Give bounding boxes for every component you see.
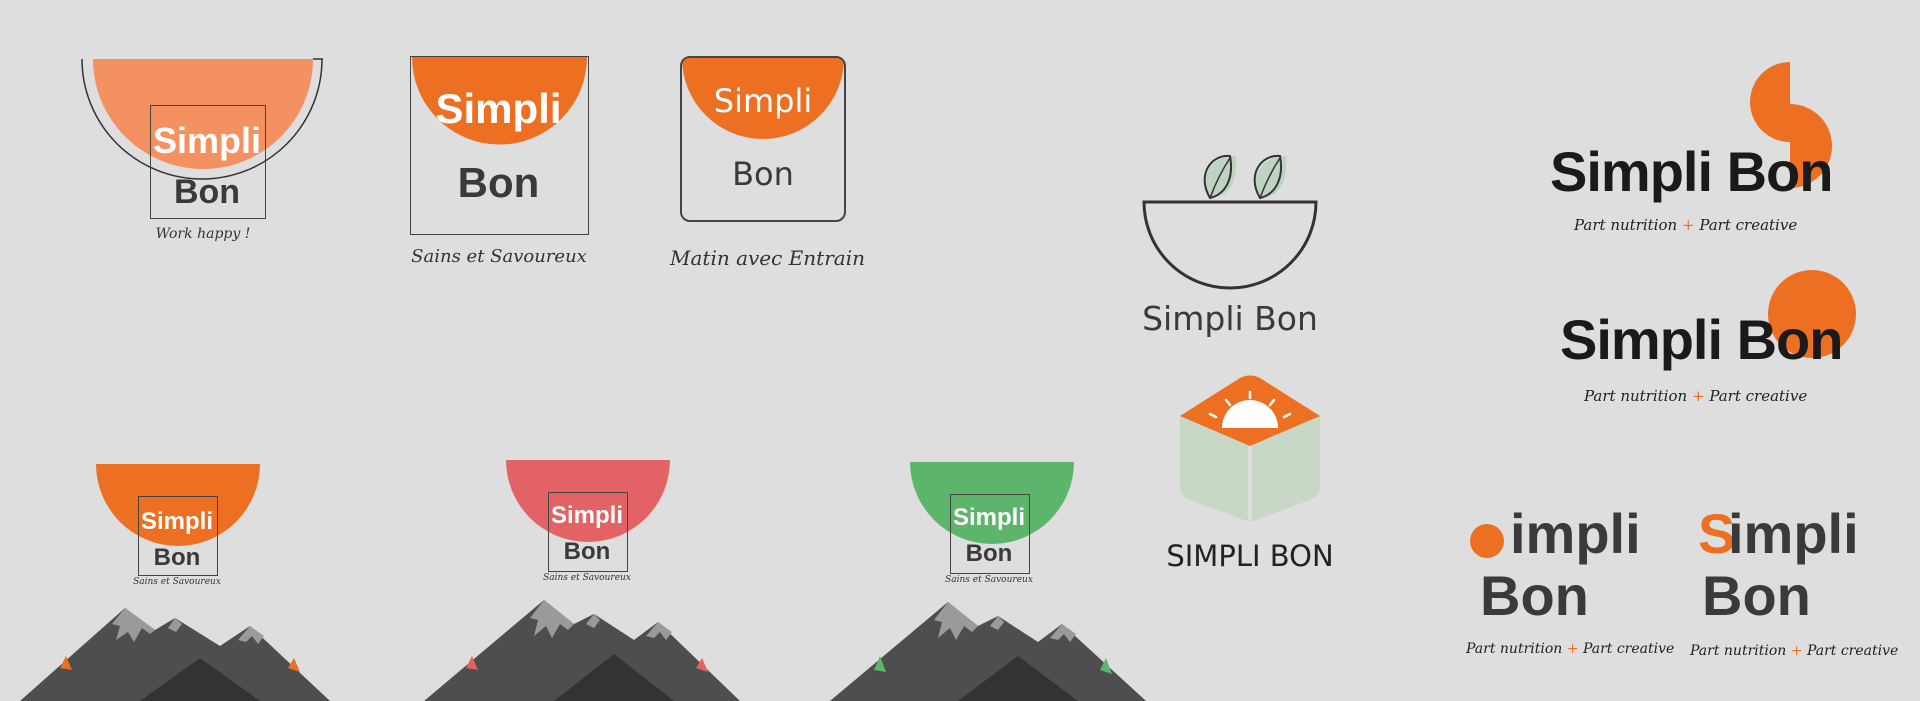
bowl-semicircle-graphic <box>96 464 260 546</box>
tagline-part-creative: Part creative <box>1699 216 1798 234</box>
logo-frame <box>410 56 589 235</box>
tagline-work-happy: Work happy ! <box>155 226 251 242</box>
logo-frame <box>680 56 846 222</box>
logo-half-circles: Simpli Bon Part nutrition + Part creativ… <box>1548 62 1848 242</box>
logo-bon-text: Bon <box>1480 564 1589 627</box>
logo-simpli-text: Simpli <box>550 502 623 529</box>
tagline-sains: Sains et Savoureux <box>945 575 1033 585</box>
logo-bon-text: Bon <box>1702 564 1811 627</box>
tagline-part-nutrition: Part nutrition <box>1574 216 1678 234</box>
tagline-plus: + <box>1691 387 1705 405</box>
logo-impli-text: impli <box>1728 502 1859 565</box>
bowl-semicircle-graphic <box>506 460 670 542</box>
tagline-part: Part nutrition + Part creative <box>1574 218 1797 233</box>
tagline-part-creative: Part creative <box>1806 643 1899 659</box>
mountains-graphic <box>830 602 1146 701</box>
mountains-graphic <box>20 608 330 701</box>
logo-mountain-green: Simpli Bon Sains et Savoureux <box>830 462 1150 701</box>
logo-brand-text: SIMPLI BON <box>1166 539 1334 573</box>
tagline-part: Part nutrition + Part creative <box>1466 642 1674 656</box>
logo-simpli-text: Simpli <box>435 85 562 132</box>
logo-bon-text: Bon <box>965 540 1013 567</box>
logo-bon-text: Bon <box>153 544 201 571</box>
bowl-leaves-icon <box>1142 154 1318 290</box>
tagline-plus: + <box>1790 643 1803 659</box>
tagline-sains: Sains et Savoureux <box>411 246 587 267</box>
logo-impli-text: impli <box>1510 502 1641 565</box>
cube-sun-icon <box>1180 375 1320 521</box>
bowl-semicircle-graphic <box>412 57 587 145</box>
logo-leaf-bowl: Simpli Bon <box>1130 150 1330 340</box>
logo-brand-text: Simpli Bon <box>1560 308 1843 371</box>
tagline-plus: + <box>1566 641 1579 657</box>
logo-sains-square: Simpli Bon Sains et Savoureux <box>408 56 598 276</box>
logo-s-letter: S <box>1698 502 1736 565</box>
bowl-semicircle-graphic <box>81 58 323 180</box>
tagline-sains: Sains et Savoureux <box>133 577 221 587</box>
logo-bon-text: Bon <box>563 538 611 565</box>
logo-simpli-text: Simpli <box>152 120 262 161</box>
logo-full-circle: Simpli Bon Part nutrition + Part creativ… <box>1556 268 1856 418</box>
mountains-graphic <box>424 600 740 701</box>
tagline-sains: Sains et Savoureux <box>543 573 631 583</box>
tagline-part-creative: Part creative <box>1709 387 1808 405</box>
logo-s-impli: S impli Bon Part nutrition + Part creati… <box>1690 502 1898 666</box>
logo-simpli-text: Simpli <box>713 82 813 120</box>
circle-graphic <box>1768 270 1856 358</box>
logo-dot-impli: impli Bon Part nutrition + Part creative <box>1466 502 1674 666</box>
tagline-part: Part nutrition + Part creative <box>1584 389 1807 404</box>
logo-mountain-red: Simpli Bon Sains et Savoureux <box>424 460 744 701</box>
logo-simpli-text: Simpli <box>952 504 1025 531</box>
logo-bon-text: Bon <box>732 155 794 193</box>
half-circle-graphic <box>1750 62 1832 188</box>
tagline-part: Part nutrition + Part creative <box>1690 644 1898 658</box>
logo-frame <box>138 496 218 576</box>
tagline-part-creative: Part creative <box>1582 641 1675 657</box>
tagline-part-nutrition: Part nutrition <box>1466 641 1563 657</box>
dot-graphic <box>1470 524 1504 558</box>
logo-brand-text: Simpli Bon <box>1550 140 1833 203</box>
logo-brand-text: Simpli Bon <box>1142 299 1318 338</box>
logo-bon-text: Bon <box>457 159 540 206</box>
logo-frame <box>150 105 266 219</box>
bowl-semicircle-graphic <box>682 58 844 139</box>
logo-mountain-orange: Simpli Bon Sains et Savoureux <box>20 464 340 701</box>
logo-cube-sun: SIMPLI BON <box>1160 374 1340 574</box>
logo-frame <box>950 494 1030 574</box>
logo-simpli-text: Simpli <box>140 508 213 535</box>
tagline-matin: Matin avec Entrain <box>670 246 865 270</box>
logo-bon-text: Bon <box>173 173 241 211</box>
bowl-semicircle-graphic <box>910 462 1074 544</box>
tagline-part-nutrition: Part nutrition <box>1584 387 1688 405</box>
tagline-plus: + <box>1681 216 1695 234</box>
logo-frame <box>548 492 628 572</box>
logo-matin-rounded: Simpli Bon Matin avec Entrain <box>670 56 865 276</box>
tagline-part-nutrition: Part nutrition <box>1690 643 1787 659</box>
logo-work-happy: Simpli Bon Work happy ! <box>78 55 328 255</box>
